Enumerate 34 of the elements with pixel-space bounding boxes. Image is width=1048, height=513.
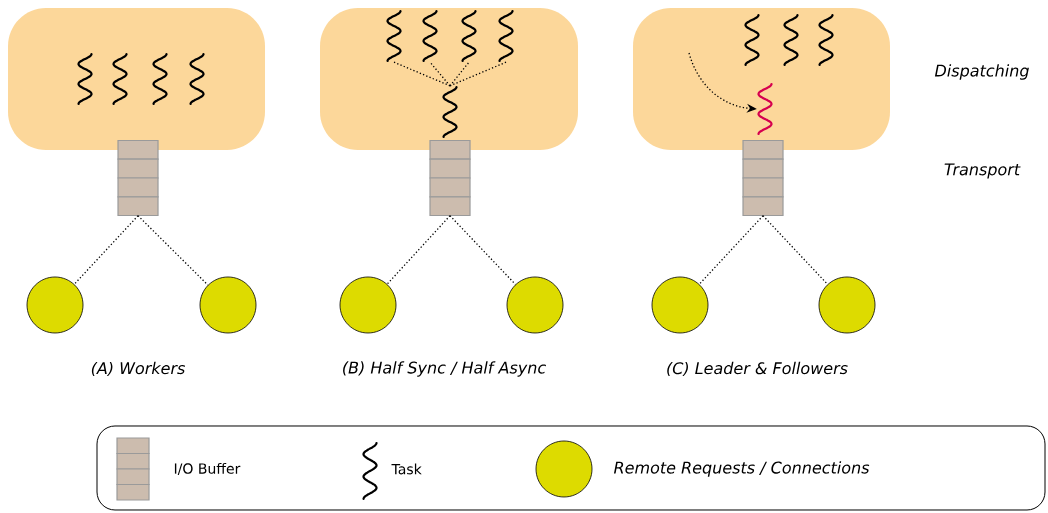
connector <box>137 215 209 286</box>
connector <box>449 215 517 286</box>
connector <box>429 61 451 87</box>
connector <box>698 215 764 285</box>
connection-circle <box>506 276 564 334</box>
panel-caption: (C) Leader & Followers <box>667 361 848 377</box>
task-icon <box>422 9 438 63</box>
legend-label: Remote Requests / Connections <box>613 461 870 477</box>
task-icon <box>757 82 773 136</box>
dispatching-box <box>320 8 578 150</box>
legend-label: I/O Buffer <box>174 463 241 475</box>
task-icon <box>442 85 458 139</box>
task-icon <box>498 9 514 63</box>
legend-label: Task <box>391 463 422 475</box>
connector <box>449 61 507 87</box>
layer-label: Transport <box>944 163 1021 179</box>
layer-label: Dispatching <box>934 64 1029 80</box>
buffer-stack <box>742 139 784 217</box>
connection-circle <box>26 276 84 334</box>
dispatching-box <box>633 8 890 150</box>
dispatching-box <box>8 8 265 150</box>
connection-circle <box>199 276 257 334</box>
task-icon <box>461 9 477 63</box>
connector <box>762 215 829 285</box>
connector <box>386 215 451 285</box>
buffer-stack <box>429 139 471 217</box>
task-icon <box>386 9 402 63</box>
connection-circle <box>818 276 876 334</box>
panel-caption: (A) Workers <box>91 361 185 377</box>
connection-circle <box>339 276 397 334</box>
connection-circle <box>651 276 709 334</box>
buffer-stack <box>117 139 159 217</box>
panel-caption: (B) Half Sync / Half Async <box>343 361 546 377</box>
connector <box>73 215 139 285</box>
